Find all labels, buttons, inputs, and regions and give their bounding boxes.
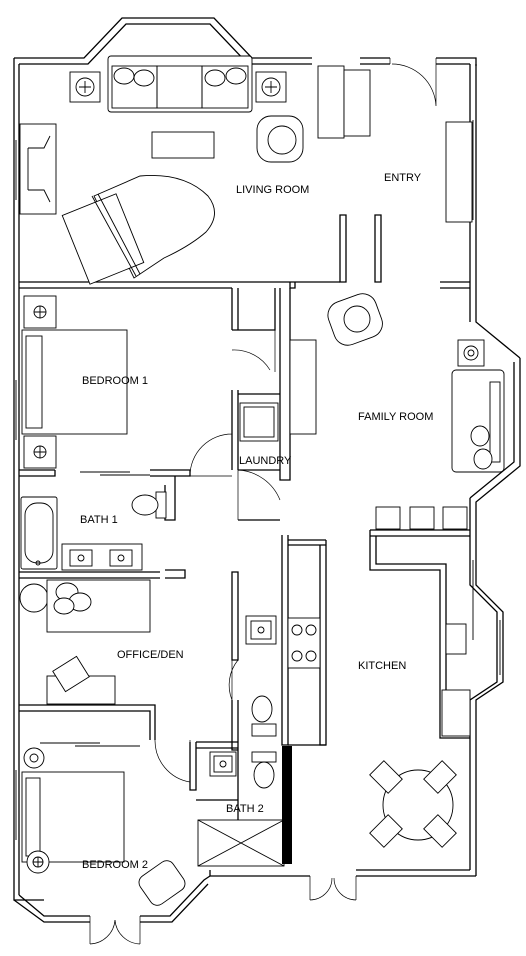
label-office-den: OFFICE/DEN	[117, 649, 184, 661]
toilet-icon	[131, 491, 167, 519]
label-bedroom2: BEDROOM 2	[82, 859, 148, 871]
kitchen-fixtures	[245, 506, 471, 864]
interior-walls	[19, 214, 470, 860]
laundry-appliances	[239, 402, 279, 442]
label-bath2: BATH 2	[226, 803, 264, 815]
label-kitchen: KITCHEN	[358, 660, 406, 672]
label-bath1: BATH 1	[80, 514, 118, 526]
accent-wall	[282, 746, 292, 864]
family-room-furniture	[289, 293, 505, 473]
piano-icon	[61, 175, 215, 285]
bath2-fixtures	[197, 695, 285, 867]
pillow-icon	[470, 425, 493, 470]
living-room-furniture	[19, 55, 473, 285]
bedroom2-furniture	[21, 747, 186, 906]
label-laundry: LAUNDRY	[239, 455, 292, 467]
dining-table-icon	[369, 760, 457, 848]
stove-icon	[287, 617, 321, 669]
fireplace-icon	[19, 123, 57, 215]
label-entry: ENTRY	[384, 172, 422, 184]
armchair-icon	[256, 115, 304, 163]
toilet-icon	[251, 695, 277, 789]
label-family-room: FAMILY ROOM	[358, 411, 433, 423]
armchair-icon	[327, 293, 383, 346]
doors	[40, 58, 437, 945]
office-furniture	[19, 579, 151, 705]
pillow-icon	[113, 67, 247, 87]
label-living-room: LIVING ROOM	[236, 184, 309, 196]
armchair-icon	[138, 860, 186, 906]
windows	[15, 120, 501, 840]
pillow-icon	[53, 582, 92, 615]
bedroom1-furniture	[21, 295, 128, 469]
room-labels: LIVING ROOM ENTRY BEDROOM 1 FAMILY ROOM …	[80, 172, 433, 871]
label-bedroom1: BEDROOM 1	[82, 375, 148, 387]
bath1-fixtures	[20, 491, 167, 571]
